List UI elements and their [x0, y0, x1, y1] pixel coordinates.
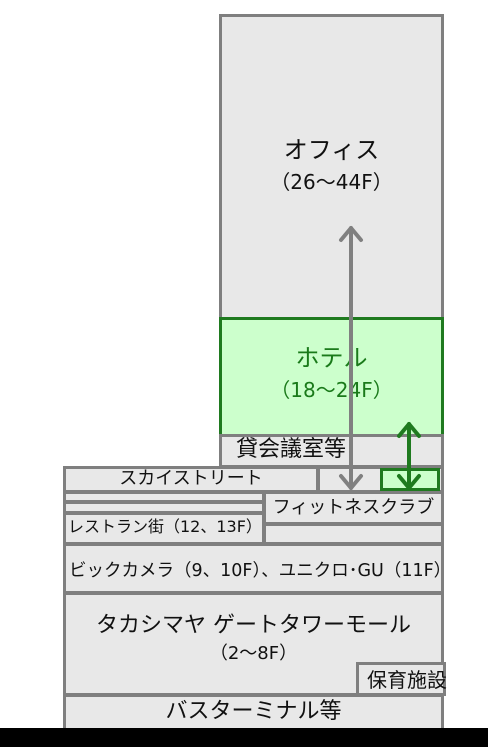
- green-updown-arrow: [397, 422, 421, 490]
- nursery-label: 保育施設: [367, 668, 447, 692]
- bic-uniqlo-label: ビックカメラ（9、10F）、ユニクロ･GU（11F）: [69, 561, 452, 581]
- office-block: [219, 14, 444, 320]
- nursery-block: [356, 662, 446, 696]
- mall-floor-range: （2～8F）: [209, 643, 298, 664]
- bic-uniqlo-block: [63, 543, 444, 594]
- mall-label: タカシマヤ ゲートタワーモール: [96, 613, 411, 638]
- conference-label: 貸会議室等: [236, 437, 347, 462]
- restaurants-label: レストラン街（12、13F）: [68, 517, 262, 536]
- skystreet-label: スカイストリート: [119, 468, 263, 489]
- hotel-floor-range: （18～24F）: [270, 378, 393, 402]
- skystreet-block: [63, 466, 319, 493]
- fitness-label: フィットネスクラブ: [272, 497, 435, 518]
- gray-updown-arrow: [339, 226, 363, 490]
- office-floor-range: （26～44F）: [270, 170, 393, 194]
- ground-line: [0, 728, 488, 747]
- hotel-label: ホテル: [295, 344, 368, 372]
- office-label: オフィス: [283, 136, 380, 164]
- bus-terminal-label: バスターミナル等: [165, 699, 342, 724]
- fitness-block: [263, 491, 444, 525]
- restaurants-block: [63, 512, 265, 545]
